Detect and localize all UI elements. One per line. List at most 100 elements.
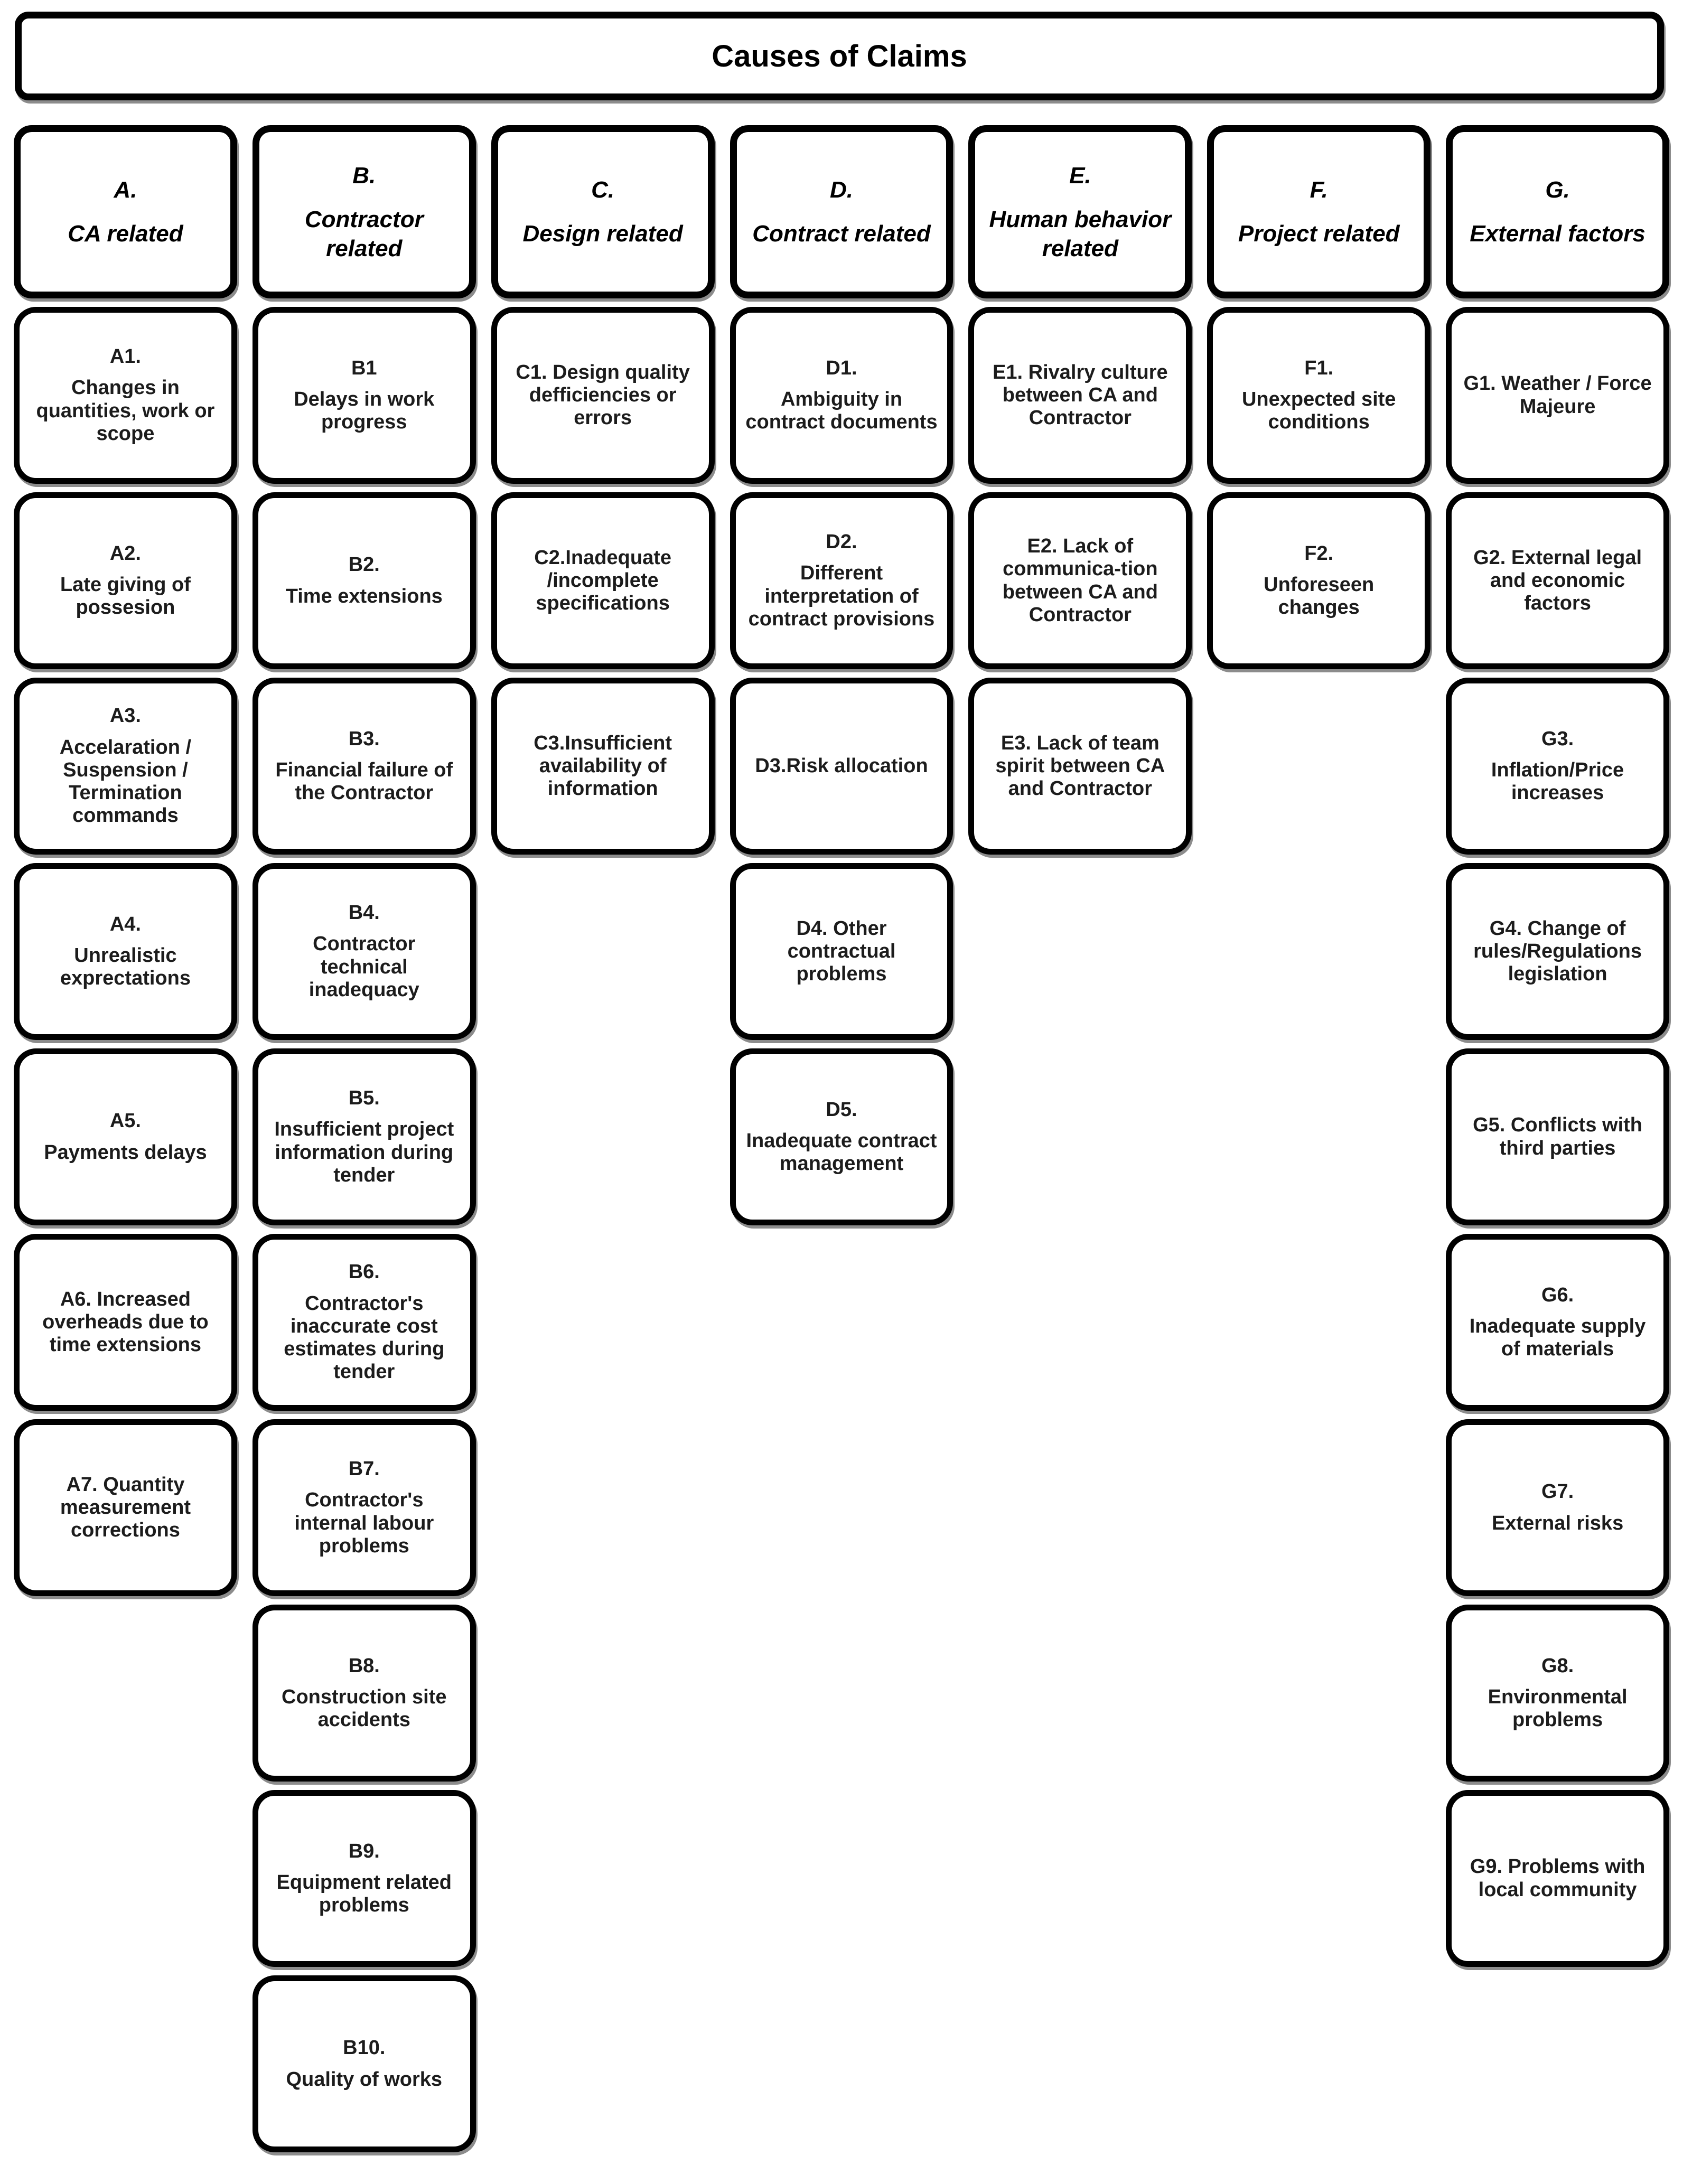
cause-text: Time extensions <box>285 585 443 607</box>
cause-text: D4. Other contractual problems <box>787 917 896 986</box>
cause-text: Payments delays <box>44 1141 207 1164</box>
column-letter: C. <box>591 177 615 203</box>
cause-b6: B6. Contractor's inaccurate cost estimat… <box>252 1234 476 1411</box>
cause-text: Accelaration / Suspension / Termination … <box>59 736 192 827</box>
cause-text: Different interpretation of contract pro… <box>748 562 935 630</box>
cause-code: B8. <box>348 1654 380 1677</box>
cause-text: Ambiguity in contract documents <box>745 388 938 434</box>
cause-code: B2. <box>348 554 380 576</box>
column-header-a: A. CA related <box>14 125 237 298</box>
cause-text: C2.Inadequate /incomplete specifications <box>534 546 671 615</box>
column-header-c: C. Design related <box>491 125 715 298</box>
column-name: Human behavior related <box>989 206 1172 261</box>
cause-g9: G9. Problems with local community <box>1446 1790 1669 1967</box>
cause-text: G1. Weather / Force Majeure <box>1463 372 1652 418</box>
column-header-b: B. Contractor related <box>252 125 476 298</box>
column-name: Contractor related <box>304 206 424 261</box>
cause-text: E2. Lack of communica-tion between CA an… <box>1002 535 1158 626</box>
diagram-title-box: Causes of Claims <box>15 12 1664 100</box>
cause-text: G5. Conflicts with third parties <box>1473 1114 1643 1159</box>
cause-a6: A6. Increased overheads due to time exte… <box>14 1234 237 1411</box>
cause-text: Quality of works <box>286 2068 443 2091</box>
column-header-e: E. Human behavior related <box>968 125 1192 298</box>
cause-c1: C1. Design quality defficiencies or erro… <box>491 307 715 484</box>
column-letter: D. <box>829 177 853 203</box>
cause-text: G4. Change of rules/Regulations legislat… <box>1473 917 1642 986</box>
cause-d4: D4. Other contractual problems <box>730 863 953 1040</box>
column-letter: B. <box>352 162 376 189</box>
cause-text: Construction site accidents <box>282 1685 447 1731</box>
cause-text: Inadequate supply of materials <box>1469 1315 1646 1361</box>
cause-code: B1 <box>351 357 377 379</box>
cause-f1: F1. Unexpected site conditions <box>1207 307 1431 484</box>
cause-e3: E3. Lack of team spirit between CA and C… <box>968 678 1192 855</box>
cause-code: F2. <box>1304 542 1334 565</box>
cause-code: D1. <box>826 357 857 379</box>
cause-g1: G1. Weather / Force Majeure <box>1446 307 1669 484</box>
cause-code: F1. <box>1304 357 1334 379</box>
cause-a4: A4. Unrealistic exprectations <box>14 863 237 1040</box>
cause-a2: A2. Late giving of possesion <box>14 492 237 669</box>
cause-d2: D2. Different interpretation of contract… <box>730 492 953 669</box>
column-name: Project related <box>1238 221 1400 247</box>
column-name: CA related <box>68 221 183 247</box>
cause-text: Environmental problems <box>1488 1685 1628 1731</box>
cause-text: Contractor's inaccurate cost estimates d… <box>284 1292 445 1383</box>
cause-code: G6. <box>1541 1283 1574 1306</box>
cause-code: A3. <box>109 705 141 727</box>
cause-b9: B9. Equipment related problems <box>252 1790 476 1967</box>
cause-g7: G7. External risks <box>1446 1419 1669 1596</box>
cause-text: Changes in quantities, work or scope <box>36 377 215 445</box>
column-letter: E. <box>1069 162 1091 189</box>
cause-c3: C3.Insufficient availability of informat… <box>491 678 715 855</box>
column-letter: G. <box>1545 177 1570 203</box>
cause-g5: G5. Conflicts with third parties <box>1446 1048 1669 1225</box>
cause-text: External risks <box>1491 1512 1624 1534</box>
cause-text: E3. Lack of team spirit between CA and C… <box>995 732 1165 800</box>
cause-code: B5. <box>348 1086 380 1109</box>
cause-b4: B4. Contractor technical inadequacy <box>252 863 476 1040</box>
cause-code: D2. <box>826 530 857 553</box>
cause-b7: B7. Contractor's internal labour problem… <box>252 1419 476 1596</box>
column-ca-related: A. CA related A1. Changes in quantities,… <box>14 125 237 1596</box>
cause-text: Contractor technical inadequacy <box>308 933 419 1001</box>
cause-d3: D3.Risk allocation <box>730 678 953 855</box>
column-header-g: G. External factors <box>1446 125 1669 298</box>
cause-g2: G2. External legal and economic factors <box>1446 492 1669 669</box>
cause-text: G2. External legal and economic factors <box>1473 546 1642 615</box>
cause-code: G8. <box>1541 1654 1574 1677</box>
column-contract-related: D. Contract related D1. Ambiguity in con… <box>730 125 953 1225</box>
cause-code: B9. <box>348 1840 380 1862</box>
cause-code: B6. <box>348 1261 380 1283</box>
cause-text: Contractor's internal labour problems <box>294 1489 434 1557</box>
cause-b2: B2. Time extensions <box>252 492 476 669</box>
cause-code: A1. <box>109 345 141 368</box>
cause-code: A4. <box>109 913 141 935</box>
columns-container: A. CA related A1. Changes in quantities,… <box>14 125 1669 2152</box>
cause-text: Unrealistic exprectations <box>60 944 191 990</box>
column-human-behavior-related: E. Human behavior related E1. Rivalry cu… <box>968 125 1192 855</box>
cause-b3: B3. Financial failure of the Contractor <box>252 678 476 855</box>
cause-code: D5. <box>826 1098 857 1121</box>
cause-text: Equipment related problems <box>276 1871 452 1917</box>
cause-b10: B10. Quality of works <box>252 1975 476 2152</box>
column-letter: A. <box>114 177 137 203</box>
column-external-factors: G. External factors G1. Weather / Force … <box>1446 125 1669 1967</box>
diagram-title: Causes of Claims <box>712 39 967 73</box>
cause-code: B3. <box>348 727 380 750</box>
cause-e1: E1. Rivalry culture between CA and Contr… <box>968 307 1192 484</box>
cause-text: Inflation/Price increases <box>1491 758 1624 804</box>
cause-a1: A1. Changes in quantities, work or scope <box>14 307 237 484</box>
cause-code: B7. <box>348 1457 380 1480</box>
cause-a3: A3. Accelaration / Suspension / Terminat… <box>14 678 237 855</box>
cause-g3: G3. Inflation/Price increases <box>1446 678 1669 855</box>
cause-a7: A7. Quantity measurement corrections <box>14 1419 237 1596</box>
cause-c2: C2.Inadequate /incomplete specifications <box>491 492 715 669</box>
cause-code: B4. <box>348 901 380 924</box>
cause-code: A2. <box>109 542 141 565</box>
cause-text: C3.Insufficient availability of informat… <box>534 732 672 800</box>
column-project-related: F. Project related F1. Unexpected site c… <box>1207 125 1431 669</box>
column-name: External factors <box>1470 221 1645 247</box>
column-header-f: F. Project related <box>1207 125 1431 298</box>
cause-text: A6. Increased overheads due to time exte… <box>42 1288 209 1356</box>
